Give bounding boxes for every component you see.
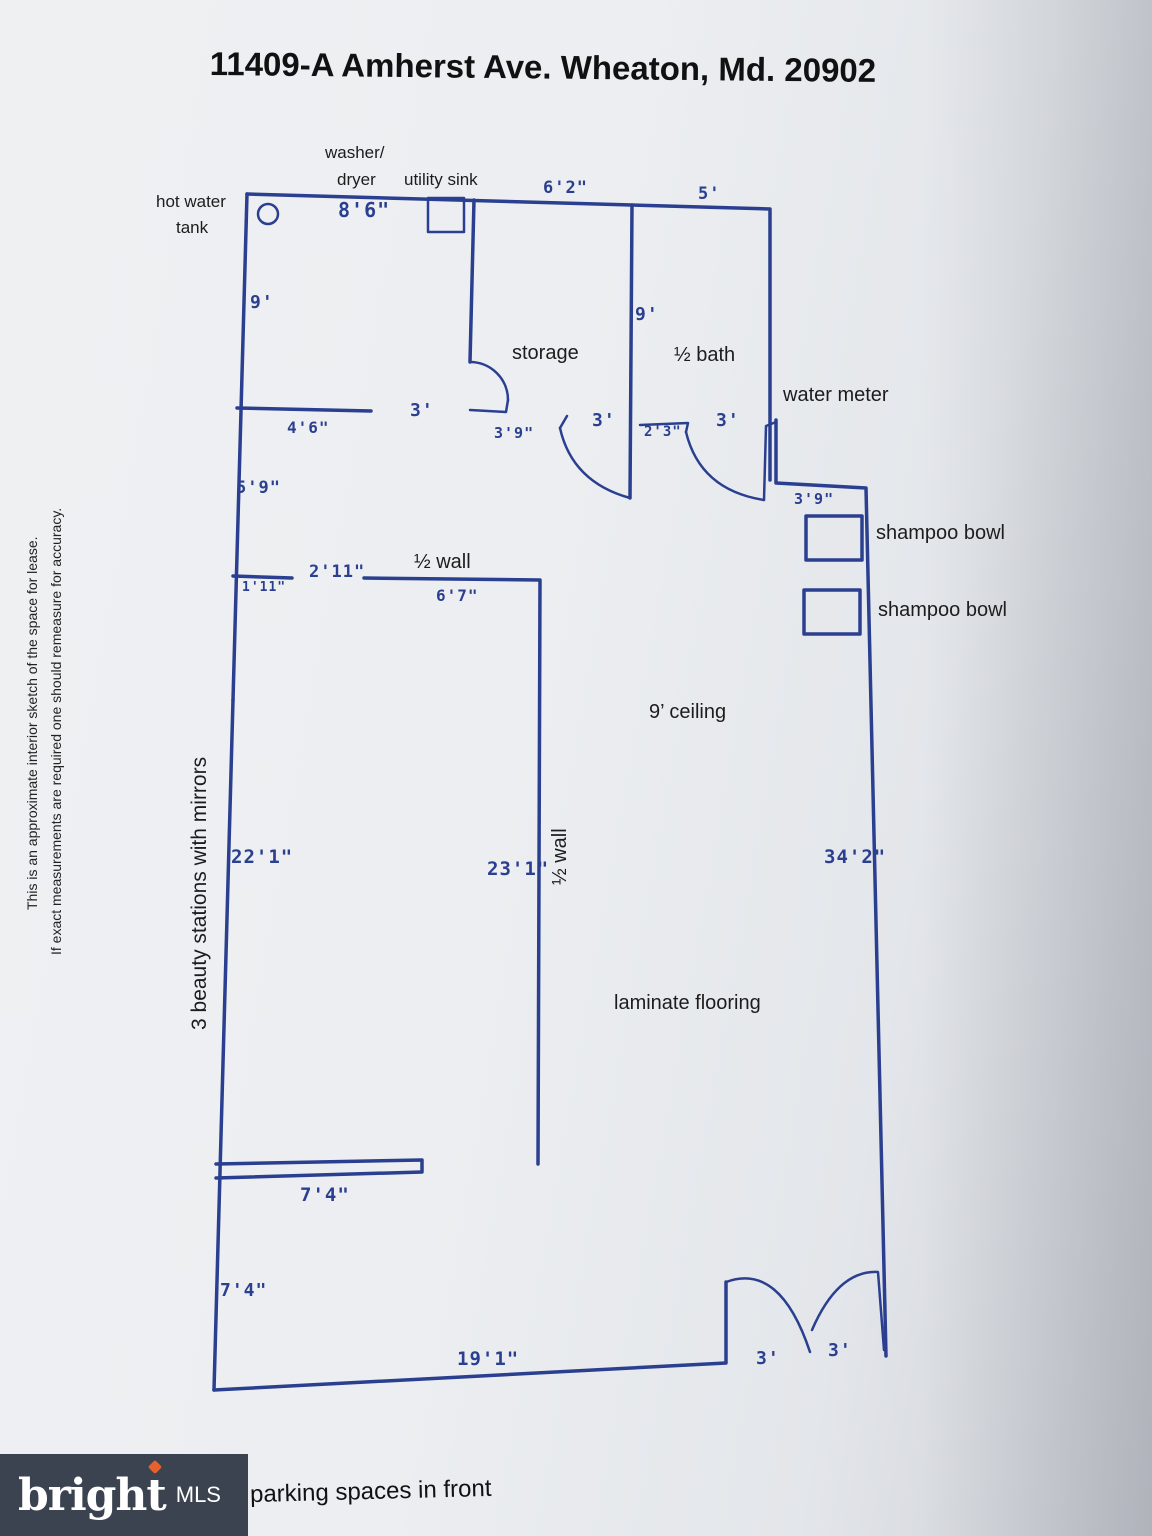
outer-wall-bottom — [212, 1280, 728, 1392]
shampoo-bowl-1-label: shampoo bowl — [876, 522, 1005, 544]
measure-door-right: 3' — [828, 1340, 852, 1361]
utility-sink-label: utility sink — [404, 170, 478, 189]
utility-sink-symbol — [426, 196, 466, 234]
watermark-brand: bright — [18, 1469, 167, 1521]
watermark-suffix: MLS — [175, 1482, 221, 1507]
shampoo-bowl-2-label: shampoo bowl — [878, 599, 1007, 621]
storage-wall-left — [468, 198, 476, 364]
measure-wall-offset: 3'9" — [794, 490, 835, 508]
outer-wall-top — [245, 192, 772, 482]
storage-door-swing — [468, 360, 510, 402]
storage-closet-door-jamb — [558, 414, 569, 430]
hot-water-label: hot water — [156, 192, 226, 211]
front-door-right — [810, 1270, 886, 1352]
measure-half-wall-stub: 1'11" — [242, 580, 287, 595]
measure-storage-wall: 3'9" — [494, 424, 535, 442]
measure-right-wall: 34'2" — [824, 846, 887, 868]
storage-wall-bottom — [468, 398, 510, 414]
measure-front-wall: 19'1" — [457, 1348, 520, 1370]
beauty-stations-label: 3 beauty stations with mirrors — [188, 756, 211, 1030]
shampoo-bowl-1-symbol — [804, 514, 864, 562]
measure-door-left: 3' — [756, 1348, 780, 1369]
measure-bath-width: 5' — [698, 184, 721, 204]
disclaimer-line-2: If exact measurements are required one s… — [48, 507, 64, 955]
outer-wall-right — [774, 418, 888, 1358]
measure-left-wall-segment: 5'9" — [236, 478, 281, 498]
storage-wall-right — [628, 203, 634, 500]
outer-wall-left-upper — [231, 192, 249, 702]
water-meter-label: water meter — [783, 384, 889, 406]
shampoo-bowl-2-symbol — [802, 588, 862, 636]
half-bath-label: ½ bath — [674, 344, 736, 366]
measure-bath-depth: 9' — [635, 304, 659, 325]
measure-laundry-depth: 9' — [250, 292, 274, 313]
hot-water-tank-symbol — [256, 202, 280, 226]
half-wall-vertical-label: ½ wall — [549, 828, 571, 885]
measure-front-left: 7'4" — [220, 1280, 268, 1301]
measure-half-wall-gap: 2'11" — [309, 562, 366, 582]
measure-laundry-width: 8'6" — [338, 198, 391, 222]
dryer-label: dryer — [337, 170, 376, 189]
measure-stations-counter: 7'4" — [300, 1184, 350, 1206]
bath-door-jamb — [762, 420, 778, 502]
measure-half-wall-length: 23'1" — [487, 858, 550, 880]
ceiling-label: 9’ ceiling — [649, 701, 727, 723]
half-wall-1-11 — [231, 574, 294, 580]
measure-left-wall: 22'1" — [231, 846, 294, 868]
bath-wall-left — [638, 421, 690, 434]
storage-closet-door — [558, 426, 632, 500]
washer-label: washer/ — [325, 143, 385, 162]
measure-half-wall-top: 6'7" — [436, 586, 479, 605]
measure-storage-door: 3' — [592, 410, 616, 431]
flooring-label: laminate flooring — [614, 992, 761, 1014]
outer-wall-left-lower — [212, 698, 235, 1392]
laundry-wall-bottom — [235, 406, 373, 413]
measure-laundry-wall: 4'6" — [287, 418, 330, 437]
half-wall-top-label: ½ wall — [414, 551, 471, 573]
stations-counter — [214, 1158, 424, 1180]
measure-bath-door: 3' — [716, 410, 740, 431]
disclaimer-line-1: This is an approximate interior sketch o… — [24, 536, 40, 910]
tank-label: tank — [176, 218, 209, 237]
measure-bath-wall: 2'3" — [644, 424, 682, 440]
half-wall-horizontal — [362, 576, 542, 1166]
measure-laundry-opening: 3' — [410, 400, 434, 421]
front-door-left — [724, 1277, 812, 1354]
bright-mls-watermark: bright MLS — [0, 1454, 248, 1536]
measure-storage-width: 6'2" — [543, 178, 588, 198]
storage-label: storage — [512, 342, 579, 364]
bath-door-swing — [684, 430, 766, 502]
